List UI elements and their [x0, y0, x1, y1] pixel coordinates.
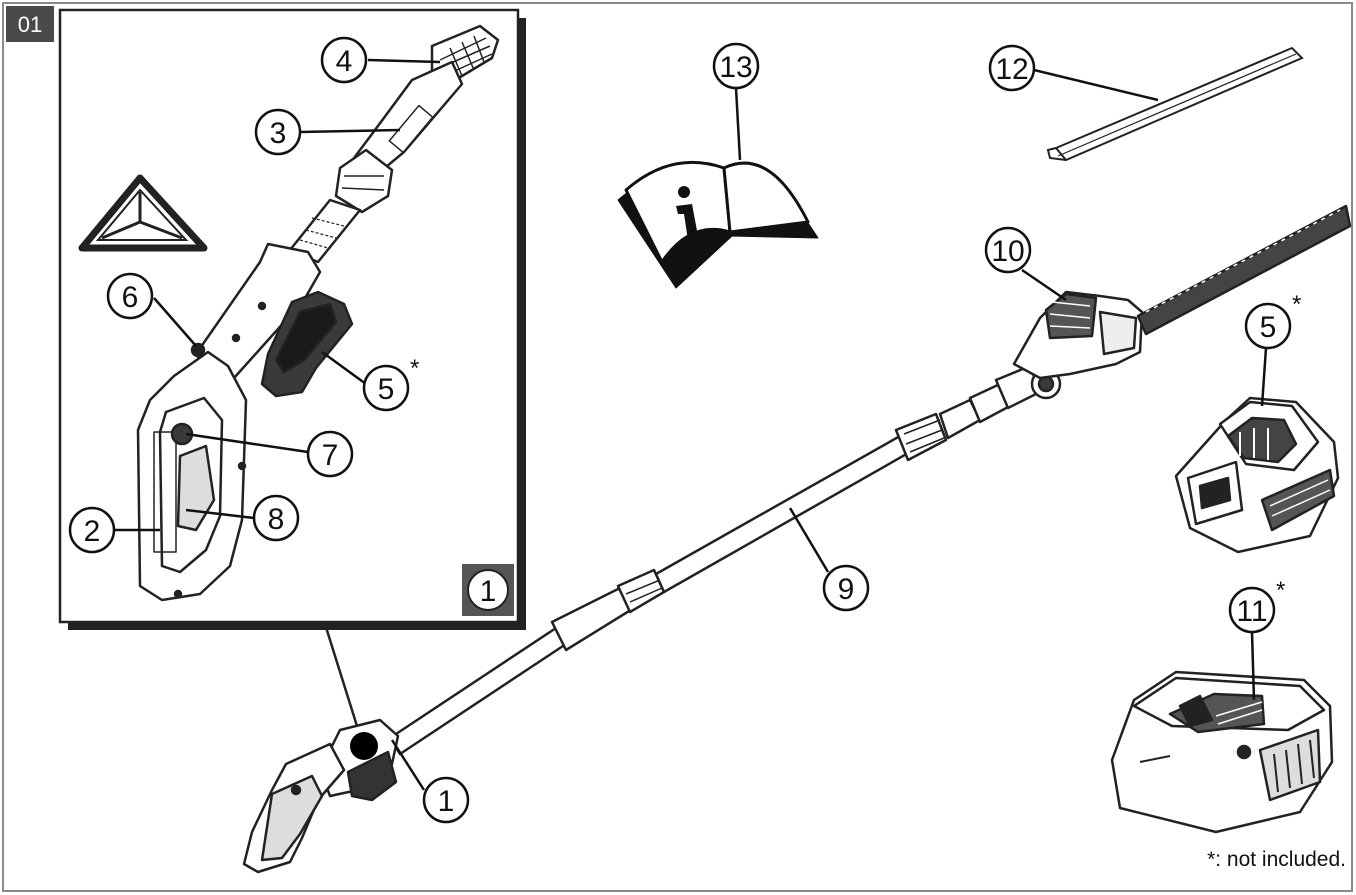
- callout-13-number: 13: [719, 51, 752, 84]
- callout-8: 8: [252, 494, 300, 542]
- callout-2-number: 2: [84, 515, 101, 548]
- blade-guard-illustration: [1046, 46, 1304, 162]
- pole-hedge-trimmer-illustration: [242, 204, 1352, 874]
- warning-triangle-icon: [78, 174, 208, 252]
- info-icon: [676, 186, 704, 248]
- callout-11-number: 11: [1236, 595, 1267, 628]
- callout-6-number: 6: [122, 281, 139, 314]
- inset-handle-illustration: [136, 24, 500, 602]
- callout-7: 7: [306, 430, 354, 478]
- callout-10: 10: [984, 226, 1032, 274]
- callout-9-number: 9: [838, 573, 855, 606]
- inset-connector-line: [323, 623, 364, 743]
- callout-5-battery-marker: *: [1292, 291, 1301, 318]
- callout-12: 12: [988, 44, 1036, 92]
- callout-3: 3: [254, 108, 302, 156]
- inset-panel: 1: [58, 8, 526, 630]
- manual-book-icon: [617, 160, 819, 289]
- callout-5-inset-number: 5: [378, 373, 395, 406]
- callout-5-inset-marker: *: [410, 355, 419, 382]
- inset-badge-number: 1: [480, 575, 497, 608]
- figure-number: 01: [18, 12, 42, 37]
- figure-tag: 01: [6, 6, 54, 42]
- callout-4-number: 4: [336, 45, 353, 78]
- callout-5-battery: 5 *: [1244, 291, 1301, 350]
- battery-charger-illustration: [1110, 670, 1334, 834]
- battery-pack-illustration: [1174, 396, 1340, 554]
- callout-5-battery-number: 5: [1260, 311, 1277, 344]
- callout-6: 6: [106, 272, 154, 320]
- handle-marker-dot: [350, 732, 378, 760]
- footnote-not-included: *: not included.: [1207, 848, 1346, 871]
- callout-5-inset: 5 *: [362, 355, 419, 412]
- callout-11-marker: *: [1276, 577, 1285, 604]
- callout-1-number: 1: [438, 785, 455, 818]
- callout-7-number: 7: [322, 439, 339, 472]
- leader-lines: [114, 58, 1268, 791]
- callout-9: 9: [822, 564, 870, 612]
- callout-10-number: 10: [991, 235, 1024, 268]
- callout-1: 1: [422, 776, 470, 824]
- inset-badge: 1: [462, 564, 514, 616]
- callout-8-number: 8: [268, 503, 285, 536]
- callout-4: 4: [320, 36, 368, 84]
- callout-13: 13: [712, 42, 760, 90]
- callout-2: 2: [68, 506, 116, 554]
- callout-12-number: 12: [995, 53, 1028, 86]
- callout-11: 11 *: [1228, 577, 1285, 634]
- callout-3-number: 3: [270, 117, 287, 150]
